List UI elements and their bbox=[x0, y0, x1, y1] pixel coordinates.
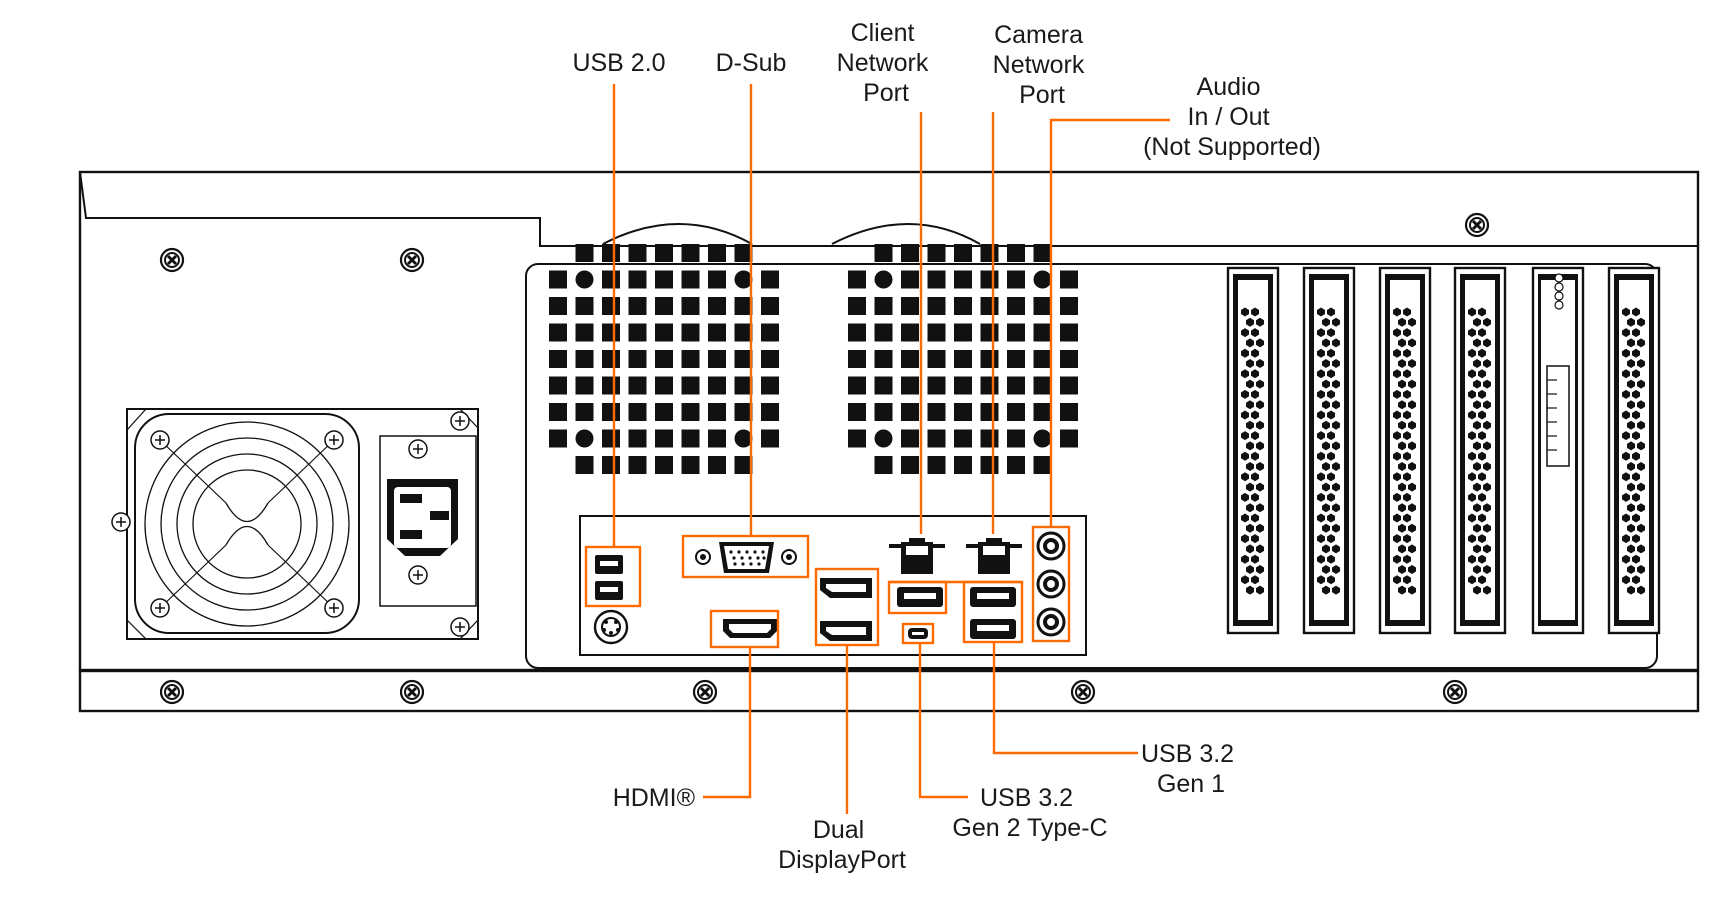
displayport-port bbox=[820, 578, 872, 641]
label-dsub: D-Sub bbox=[716, 49, 787, 77]
label-usb2: USB 2.0 bbox=[572, 49, 665, 77]
usb32-gen1-port bbox=[897, 587, 1016, 639]
label-audio: Audio In / Out (Not Supported) bbox=[1143, 73, 1321, 161]
psu-fan-grille-icon bbox=[111, 413, 360, 634]
vent-grille-left bbox=[549, 223, 779, 474]
hdmi-port bbox=[723, 619, 777, 638]
usb2-port bbox=[595, 555, 623, 600]
label-dual-displayport: Dual DisplayPort bbox=[778, 816, 906, 874]
audio-jacks bbox=[1036, 531, 1066, 637]
label-camera-network-port: Camera Network Port bbox=[993, 21, 1092, 109]
dsub-port bbox=[695, 542, 797, 573]
label-usb32-gen2-type-c: USB 3.2 Gen 2 Type-C bbox=[952, 784, 1107, 842]
ps2-port bbox=[593, 609, 629, 645]
client-network-port bbox=[889, 538, 945, 574]
label-hdmi: HDMI® bbox=[613, 784, 696, 812]
power-inlet-icon bbox=[379, 411, 477, 637]
vent-grille-right bbox=[831, 223, 1078, 474]
callout-labels: USB 2.0 D-Sub Client Network Port Camera… bbox=[572, 19, 1320, 874]
expansion-slots bbox=[1226, 266, 1661, 635]
usb-c-port bbox=[908, 628, 928, 639]
leader-lines bbox=[612, 84, 1170, 814]
label-client-network-port: Client Network Port bbox=[837, 19, 936, 107]
camera-network-port bbox=[966, 538, 1022, 574]
label-usb32-gen1: USB 3.2 Gen 1 bbox=[1141, 740, 1241, 798]
